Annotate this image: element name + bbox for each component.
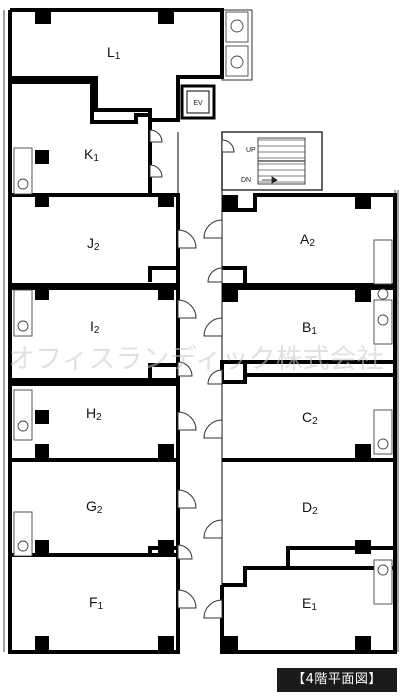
unit-labels: L1 K1 J2 I2 H2 G2 F1 A2 B1 C2 D2 E1 [84, 44, 318, 613]
unit-label-a2: A2 [300, 231, 315, 249]
columns [35, 10, 371, 650]
unit-label-j2: J2 [87, 235, 100, 253]
corridor [177, 132, 223, 652]
stair-treads [257, 137, 306, 185]
unit-label-e1: E1 [302, 595, 317, 613]
fixtures [13, 11, 393, 605]
stair-arrow-icon [262, 176, 278, 184]
unit-label-l1: L1 [107, 44, 121, 62]
unit-label-c2: C2 [302, 409, 318, 427]
stair-up-label: UP [246, 147, 256, 154]
unit-label-h2: H2 [86, 405, 102, 423]
unit-label-f1: F1 [89, 594, 104, 612]
unit-label-d2: D2 [302, 499, 318, 517]
unit-label-i2: I2 [90, 318, 100, 336]
unit-label-g2: G2 [86, 498, 103, 516]
floor-title-badge: 【4階平面図】 [277, 668, 397, 692]
door-swings [149, 129, 235, 619]
unit-label-b1: B1 [302, 319, 317, 337]
elevator-label: EV [193, 100, 203, 107]
unit-label-k1: K1 [84, 146, 99, 164]
heavy-walls [8, 8, 397, 654]
elevator: EV [180, 84, 216, 120]
watermark: オフィスランディック株式会社 [8, 344, 384, 375]
stair-down-label: DN [241, 177, 251, 184]
